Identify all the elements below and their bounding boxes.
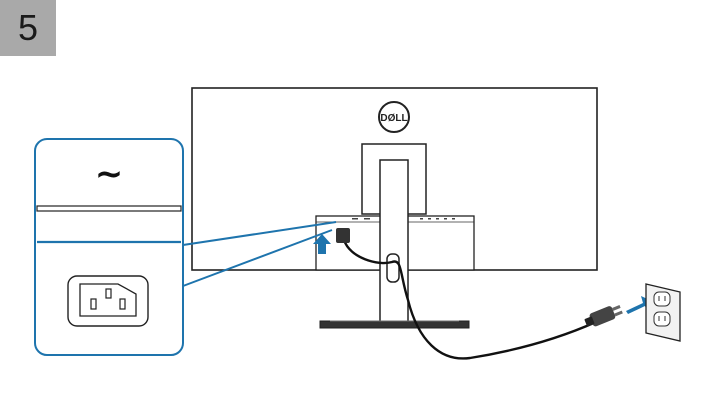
iec-c14-inlet-icon bbox=[67, 275, 149, 327]
monitor-plug-icon bbox=[336, 228, 350, 243]
monitor-back-diagram: DØLL bbox=[191, 87, 598, 329]
port-labels bbox=[352, 218, 455, 220]
step-number-badge: 5 bbox=[0, 0, 56, 56]
callout-zoom-box: ~ bbox=[34, 138, 184, 356]
wall-outlet-icon bbox=[645, 283, 681, 342]
callout-leader-lines bbox=[182, 221, 337, 287]
dell-logo: DØLL bbox=[378, 101, 410, 133]
wall-plug-icon bbox=[584, 305, 623, 327]
insert-arrow-icon bbox=[313, 234, 331, 254]
step-number: 5 bbox=[17, 7, 39, 48]
power-cable bbox=[336, 228, 623, 360]
stand-base bbox=[319, 320, 470, 329]
stand-neck bbox=[379, 159, 409, 323]
dell-logo-text: DØLL bbox=[380, 113, 407, 124]
panel-edge bbox=[36, 205, 182, 212]
cable-clip bbox=[386, 253, 400, 283]
ac-power-symbol: ~ bbox=[95, 154, 124, 194]
